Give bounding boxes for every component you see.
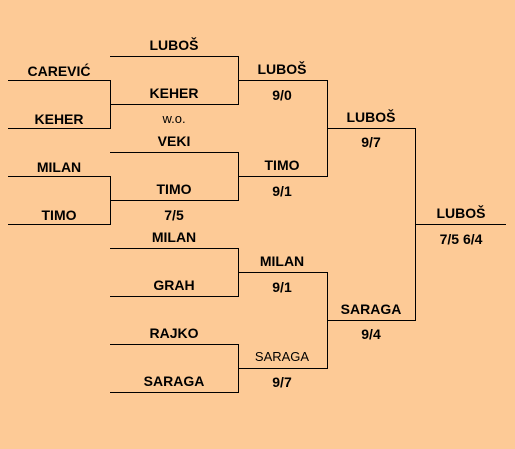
r0-player-keher: KEHER	[34, 111, 84, 127]
r2-score-milan: 9/1	[272, 279, 292, 295]
r0-player-carevic: CAREVIĆ	[27, 63, 91, 79]
r1-player-grah: GRAH	[153, 277, 195, 293]
r2-winner-lubos: LUBOŠ	[257, 61, 307, 77]
r3-winner-saraga: SARAGA	[340, 301, 402, 317]
r2-score-timo: 9/1	[272, 183, 292, 199]
r1-player-timo: TIMO	[156, 181, 192, 197]
r3-winner-lubos: LUBOŠ	[346, 109, 396, 125]
r1-player-milan: MILAN	[151, 229, 197, 245]
r2-winner-saraga: SARAGA	[254, 349, 310, 364]
r0-player-timo: TIMO	[41, 207, 77, 223]
r1-score-timo: 7/5	[164, 207, 184, 223]
r1-player-saraga: SARAGA	[143, 373, 205, 389]
final-score: 7/5 6/4	[439, 231, 483, 247]
r2-score-saraga: 9/7	[272, 374, 292, 390]
r3-score-saraga: 9/4	[361, 326, 381, 342]
r1-player-lubos: LUBOŠ	[149, 37, 199, 53]
r1-player-veki: VEKI	[157, 133, 191, 149]
r2-winner-timo: TIMO	[264, 157, 300, 173]
r2-winner-milan: MILAN	[259, 253, 305, 269]
r1-score-keher: w.o.	[162, 111, 186, 126]
r2-score-lubos: 9/0	[272, 87, 292, 103]
final-winner: LUBOŠ	[436, 205, 486, 221]
r1-player-rajko: RAJKO	[149, 325, 199, 341]
r0-player-milan: MILAN	[36, 159, 82, 175]
r3-score-lubos: 9/7	[361, 134, 381, 150]
r1-player-keher: KEHER	[149, 85, 199, 101]
